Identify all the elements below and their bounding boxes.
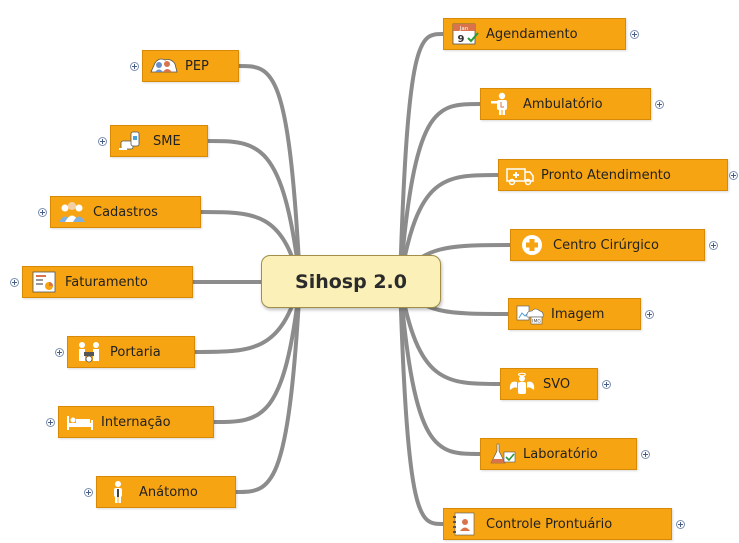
expand-icon[interactable] — [84, 488, 93, 497]
expand-icon[interactable] — [645, 310, 654, 319]
topic-label: Faturamento — [65, 274, 148, 290]
branch-line — [398, 102, 482, 284]
topic-label: Anátomo — [139, 484, 198, 500]
topic-svo[interactable]: SVO — [500, 368, 598, 400]
expand-icon[interactable] — [709, 241, 718, 250]
topic-label: Pronto Atendimento — [541, 167, 671, 183]
branch-line — [212, 280, 302, 424]
calendar-day: 9 — [458, 34, 465, 45]
topic-label: PEP — [185, 58, 209, 74]
expand-icon[interactable] — [98, 137, 107, 146]
branch-line — [206, 139, 302, 284]
topic-label: Internação — [101, 414, 171, 430]
ambulance-icon — [505, 163, 535, 187]
topic-label: Centro Cirúrgico — [553, 237, 659, 253]
topic-label: SME — [153, 133, 181, 149]
record-folder-icon — [450, 512, 480, 536]
topic-label: Ambulatório — [523, 96, 603, 112]
topic-centro-cirurgico[interactable]: Centro Cirúrgico — [510, 229, 705, 261]
topic-ambulatorio[interactable]: Ambulatório — [480, 88, 651, 120]
medicine-icon — [117, 129, 147, 153]
body-figure-icon — [103, 480, 133, 504]
central-topic[interactable]: Sihosp 2.0 — [261, 255, 441, 308]
topic-pep[interactable]: PEP — [142, 50, 239, 82]
people-group-icon — [57, 200, 87, 224]
central-topic-label: Sihosp 2.0 — [295, 270, 407, 293]
expand-icon[interactable] — [641, 450, 650, 459]
flask-icon — [487, 442, 517, 466]
topic-cadastros[interactable]: Cadastros — [50, 196, 201, 228]
branch-line — [398, 280, 445, 526]
calendar-month: Jan — [459, 26, 469, 32]
topic-imagem[interactable]: IMG Imagem — [508, 298, 641, 330]
expand-icon[interactable] — [46, 418, 55, 427]
topic-agendamento[interactable]: Jan 9 Agendamento — [443, 18, 626, 50]
topic-label: Laboratório — [523, 446, 598, 462]
expand-icon[interactable] — [602, 380, 611, 389]
topic-faturamento[interactable]: Faturamento — [22, 266, 193, 298]
expand-icon[interactable] — [130, 62, 139, 71]
topic-internacao[interactable]: Internação — [58, 406, 214, 438]
doctor-icon — [487, 92, 517, 116]
people-cloud-icon — [149, 54, 179, 78]
topic-label: Cadastros — [93, 204, 158, 220]
branch-line — [234, 280, 302, 494]
angel-icon — [507, 372, 537, 396]
branch-line — [237, 64, 302, 284]
invoice-chart-icon — [29, 270, 59, 294]
topic-controle-prontuario[interactable]: Controle Prontuário — [443, 508, 672, 540]
img-badge: IMG — [532, 319, 541, 325]
expand-icon[interactable] — [676, 520, 685, 529]
topic-label: Portaria — [110, 344, 161, 360]
expand-icon[interactable] — [729, 171, 738, 180]
branch-line — [398, 173, 500, 284]
topic-label: Imagem — [551, 306, 605, 322]
topic-label: SVO — [543, 376, 571, 392]
topic-anatomo[interactable]: Anátomo — [96, 476, 236, 508]
topic-label: Controle Prontuário — [486, 516, 613, 532]
medical-cross-icon — [517, 233, 547, 257]
branch-line — [398, 280, 502, 386]
calendar-icon: Jan 9 — [450, 22, 480, 46]
expand-icon[interactable] — [38, 208, 47, 217]
topic-portaria[interactable]: Portaria — [67, 336, 195, 368]
hospital-bed-icon — [65, 410, 95, 434]
expand-icon[interactable] — [655, 100, 664, 109]
topic-laboratorio[interactable]: Laboratório — [480, 438, 637, 470]
topic-sme[interactable]: SME — [110, 125, 208, 157]
expand-icon[interactable] — [630, 30, 639, 39]
reception-icon — [74, 340, 104, 364]
branch-line — [398, 280, 482, 456]
branch-line — [398, 32, 445, 284]
expand-icon[interactable] — [55, 348, 64, 357]
expand-icon[interactable] — [10, 278, 19, 287]
topic-pronto-atendimento[interactable]: Pronto Atendimento — [498, 159, 728, 191]
image-cloud-icon: IMG — [515, 302, 545, 326]
topic-label: Agendamento — [486, 26, 578, 42]
